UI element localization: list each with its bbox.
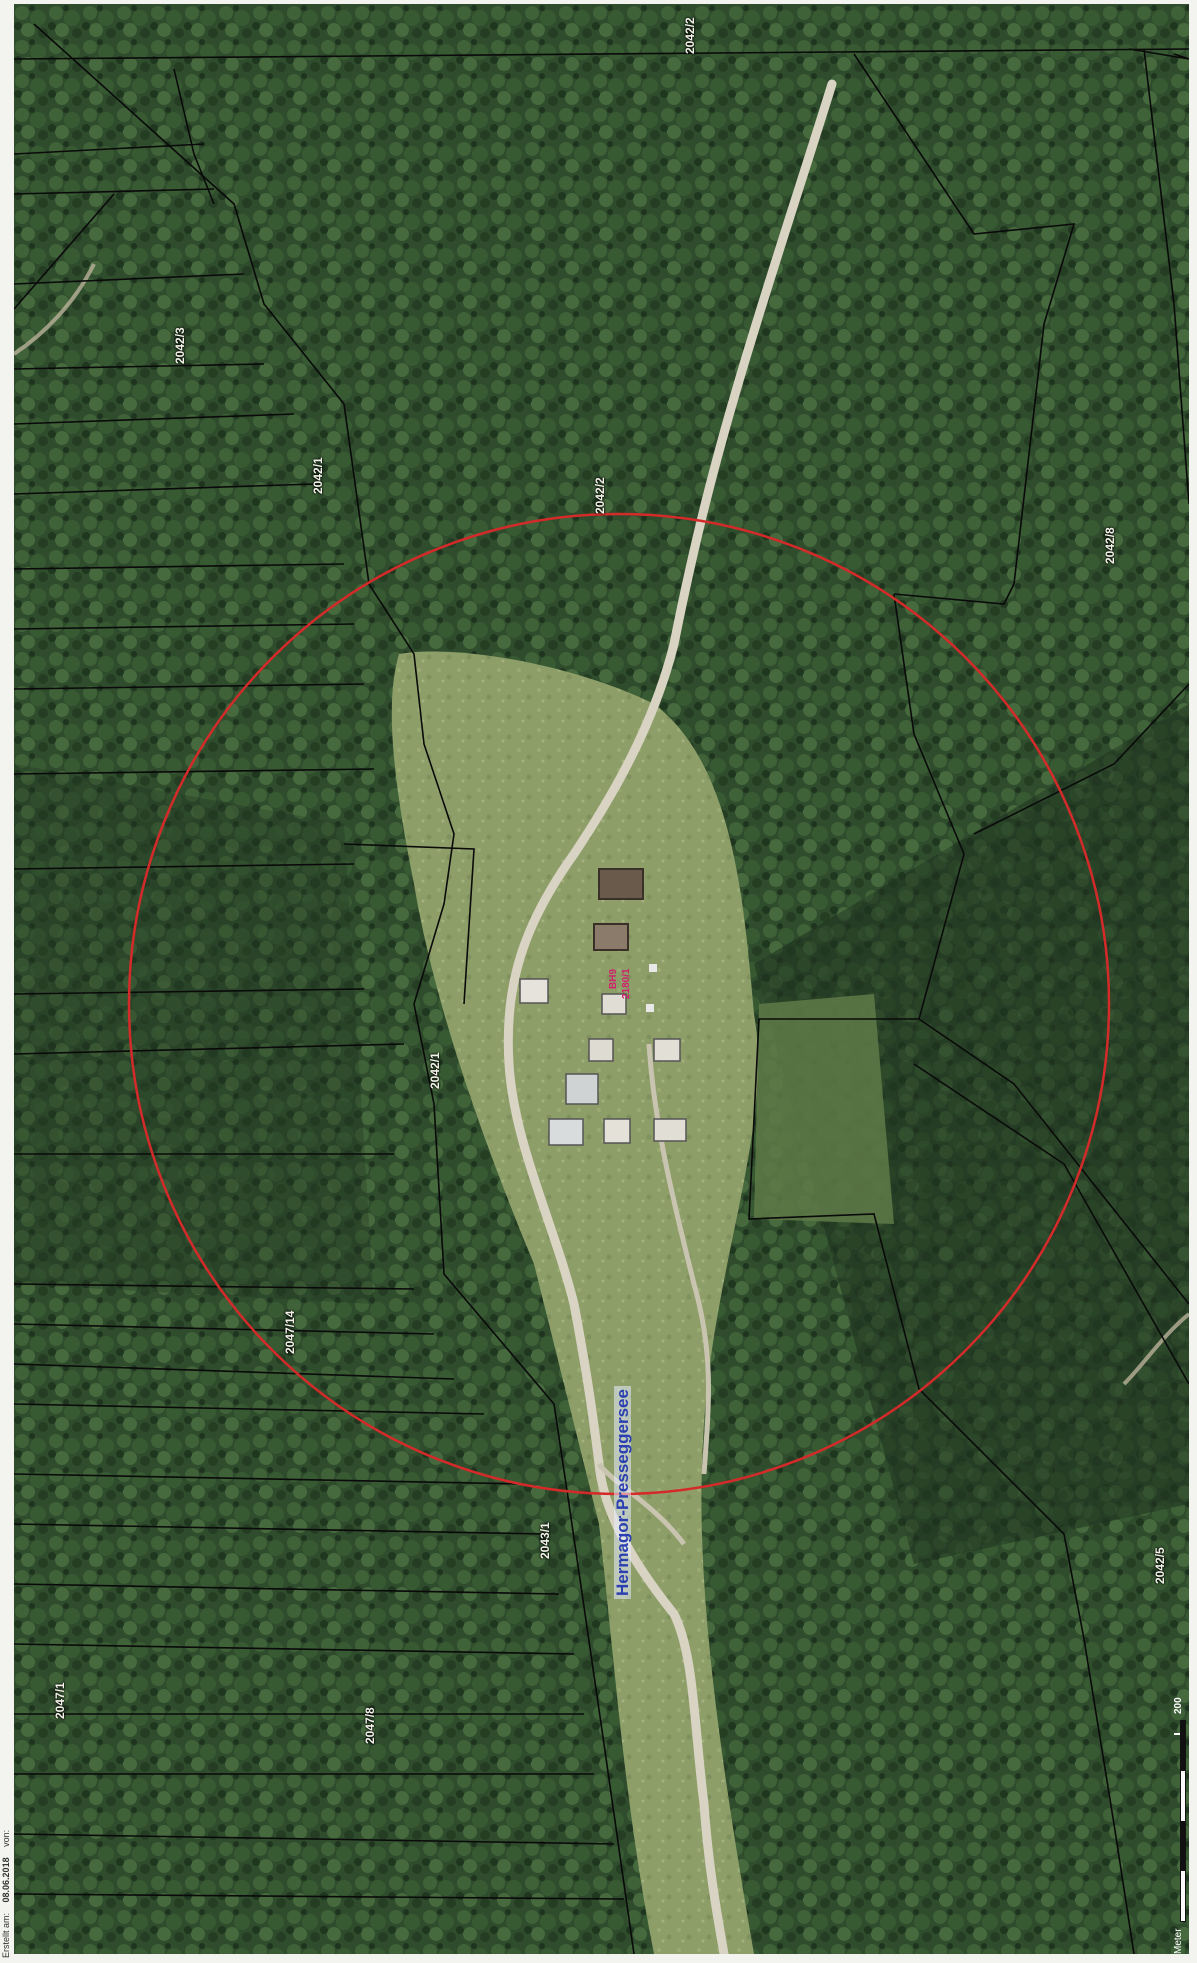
scale-label: 200 <box>1173 1697 1184 1714</box>
place-name-label: Hermagor-Presseggersee <box>613 1386 632 1599</box>
shaded-slope <box>754 704 1189 1564</box>
forest-track <box>14 263 96 356</box>
created-label: Erstellt am: <box>1 1912 11 1958</box>
poi-label: BH9 <box>608 968 619 989</box>
parcel-label: 2042/2 <box>683 17 697 54</box>
secondary-track <box>597 1462 686 1546</box>
building <box>593 923 629 951</box>
parcel-boundaries <box>14 23 1189 1954</box>
aerial-map[interactable]: 2042/3 2042/2 2042/1 2042/2 2042/8 2042/… <box>14 4 1189 1954</box>
main-road <box>503 79 837 1954</box>
parcel-label: 2042/8 <box>1103 527 1117 564</box>
building <box>598 868 644 900</box>
parcel-label: 2042/3 <box>173 327 187 364</box>
parcel-label: 2042/5 <box>1153 1547 1167 1584</box>
building <box>646 1004 654 1012</box>
parcel-label: 2042/1 <box>311 457 325 494</box>
secondary-track <box>646 1043 711 1475</box>
parcel-label: 2047/1 <box>53 1682 67 1719</box>
building <box>601 993 627 1015</box>
building <box>588 1038 614 1062</box>
parcel-label: 2047/8 <box>363 1707 377 1744</box>
created-footer: Erstellt am: 08.06.2018 von: <box>1 1830 11 1958</box>
parcel-label: 2047/14 <box>283 1310 297 1354</box>
parcel-label: 2042/2 <box>593 477 607 514</box>
aerial-map-canvas <box>14 4 1189 1954</box>
building <box>519 978 549 1004</box>
building <box>653 1038 681 1062</box>
scale-unit-label: Meter <box>1173 1928 1184 1954</box>
created-by-label: von: <box>1 1829 11 1847</box>
building <box>603 1118 631 1144</box>
parcel-label: 2043/1 <box>538 1522 552 1559</box>
shaded-slope <box>14 764 374 1304</box>
poi-label: 2180/1 <box>621 968 632 999</box>
meadow-patch <box>754 994 894 1224</box>
building <box>649 964 657 972</box>
building <box>548 1118 584 1146</box>
created-date: 08.06.2018 <box>1 1857 11 1903</box>
building <box>653 1118 687 1142</box>
building-cluster <box>519 868 687 1146</box>
parcel-label: 2042/1 <box>428 1052 442 1089</box>
forest-track <box>1122 1312 1189 1386</box>
building <box>565 1073 599 1105</box>
scale-bar <box>1180 1720 1186 1922</box>
